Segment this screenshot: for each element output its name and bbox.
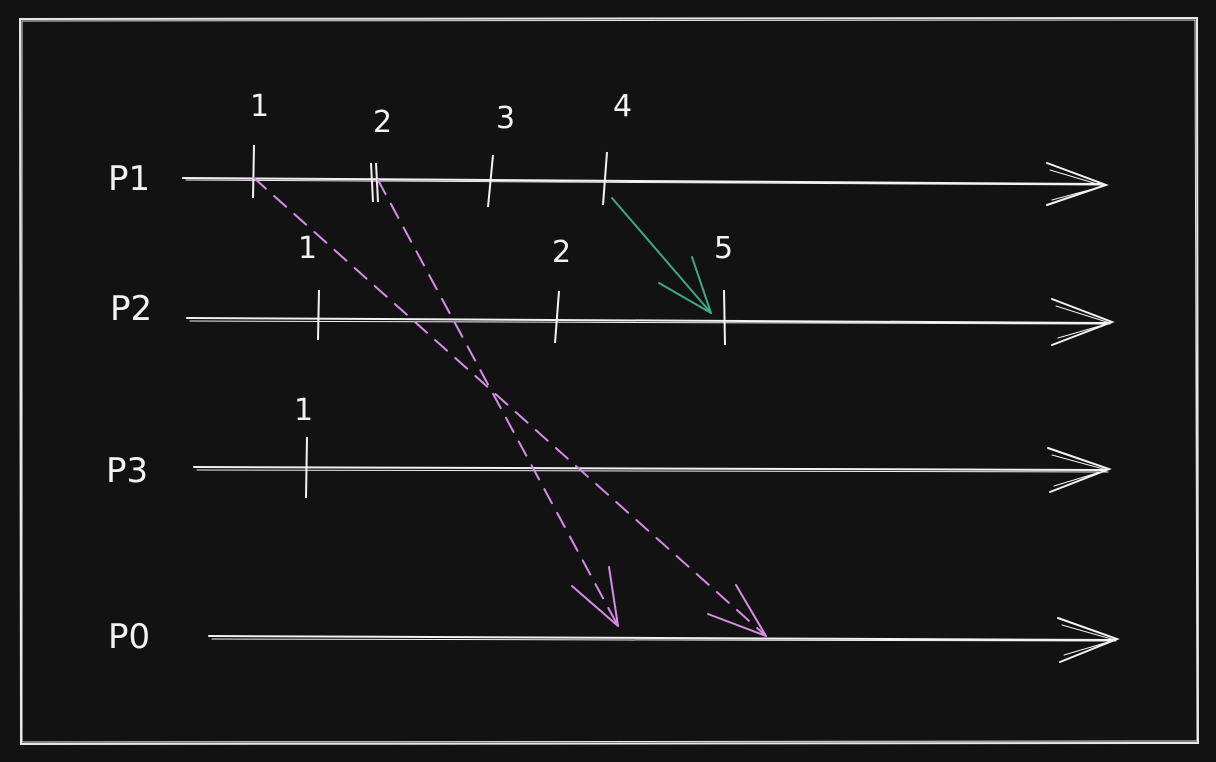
message-arrow-p1-4-to-p2-5 xyxy=(611,197,712,314)
event-p2-1: 1 xyxy=(298,231,320,341)
timeline-p2 xyxy=(186,298,1115,346)
event-label: 5 xyxy=(714,231,733,266)
diagram-frame xyxy=(18,16,1200,746)
event-label: 4 xyxy=(613,89,632,124)
event-p2-2: 2 xyxy=(552,235,571,344)
event-p1-2: 2 xyxy=(370,105,392,203)
event-label: 2 xyxy=(552,235,571,270)
event-label: 2 xyxy=(373,105,392,140)
timeline-p0 xyxy=(208,617,1120,663)
message-arrow-p1-2-to-p0 xyxy=(377,179,619,627)
event-p3-1: 1 xyxy=(294,393,313,499)
message-arrow-p1-1-to-p0 xyxy=(253,177,767,637)
event-p1-3: 3 xyxy=(487,101,515,208)
process-label-p2: P2 xyxy=(110,289,152,329)
process-label-p1: P1 xyxy=(108,159,150,199)
event-p1-4: 4 xyxy=(602,89,632,206)
event-label: 3 xyxy=(496,101,515,136)
event-label: 1 xyxy=(294,393,313,428)
event-p1-1: 1 xyxy=(250,89,269,199)
process-label-p3: P3 xyxy=(106,451,148,491)
timeline-p1 xyxy=(182,162,1109,206)
event-label: 1 xyxy=(250,89,269,124)
event-label: 1 xyxy=(298,231,317,266)
process-label-p0: P0 xyxy=(108,617,150,657)
timeline-p3 xyxy=(193,447,1112,493)
event-p2-5: 5 xyxy=(714,231,733,346)
